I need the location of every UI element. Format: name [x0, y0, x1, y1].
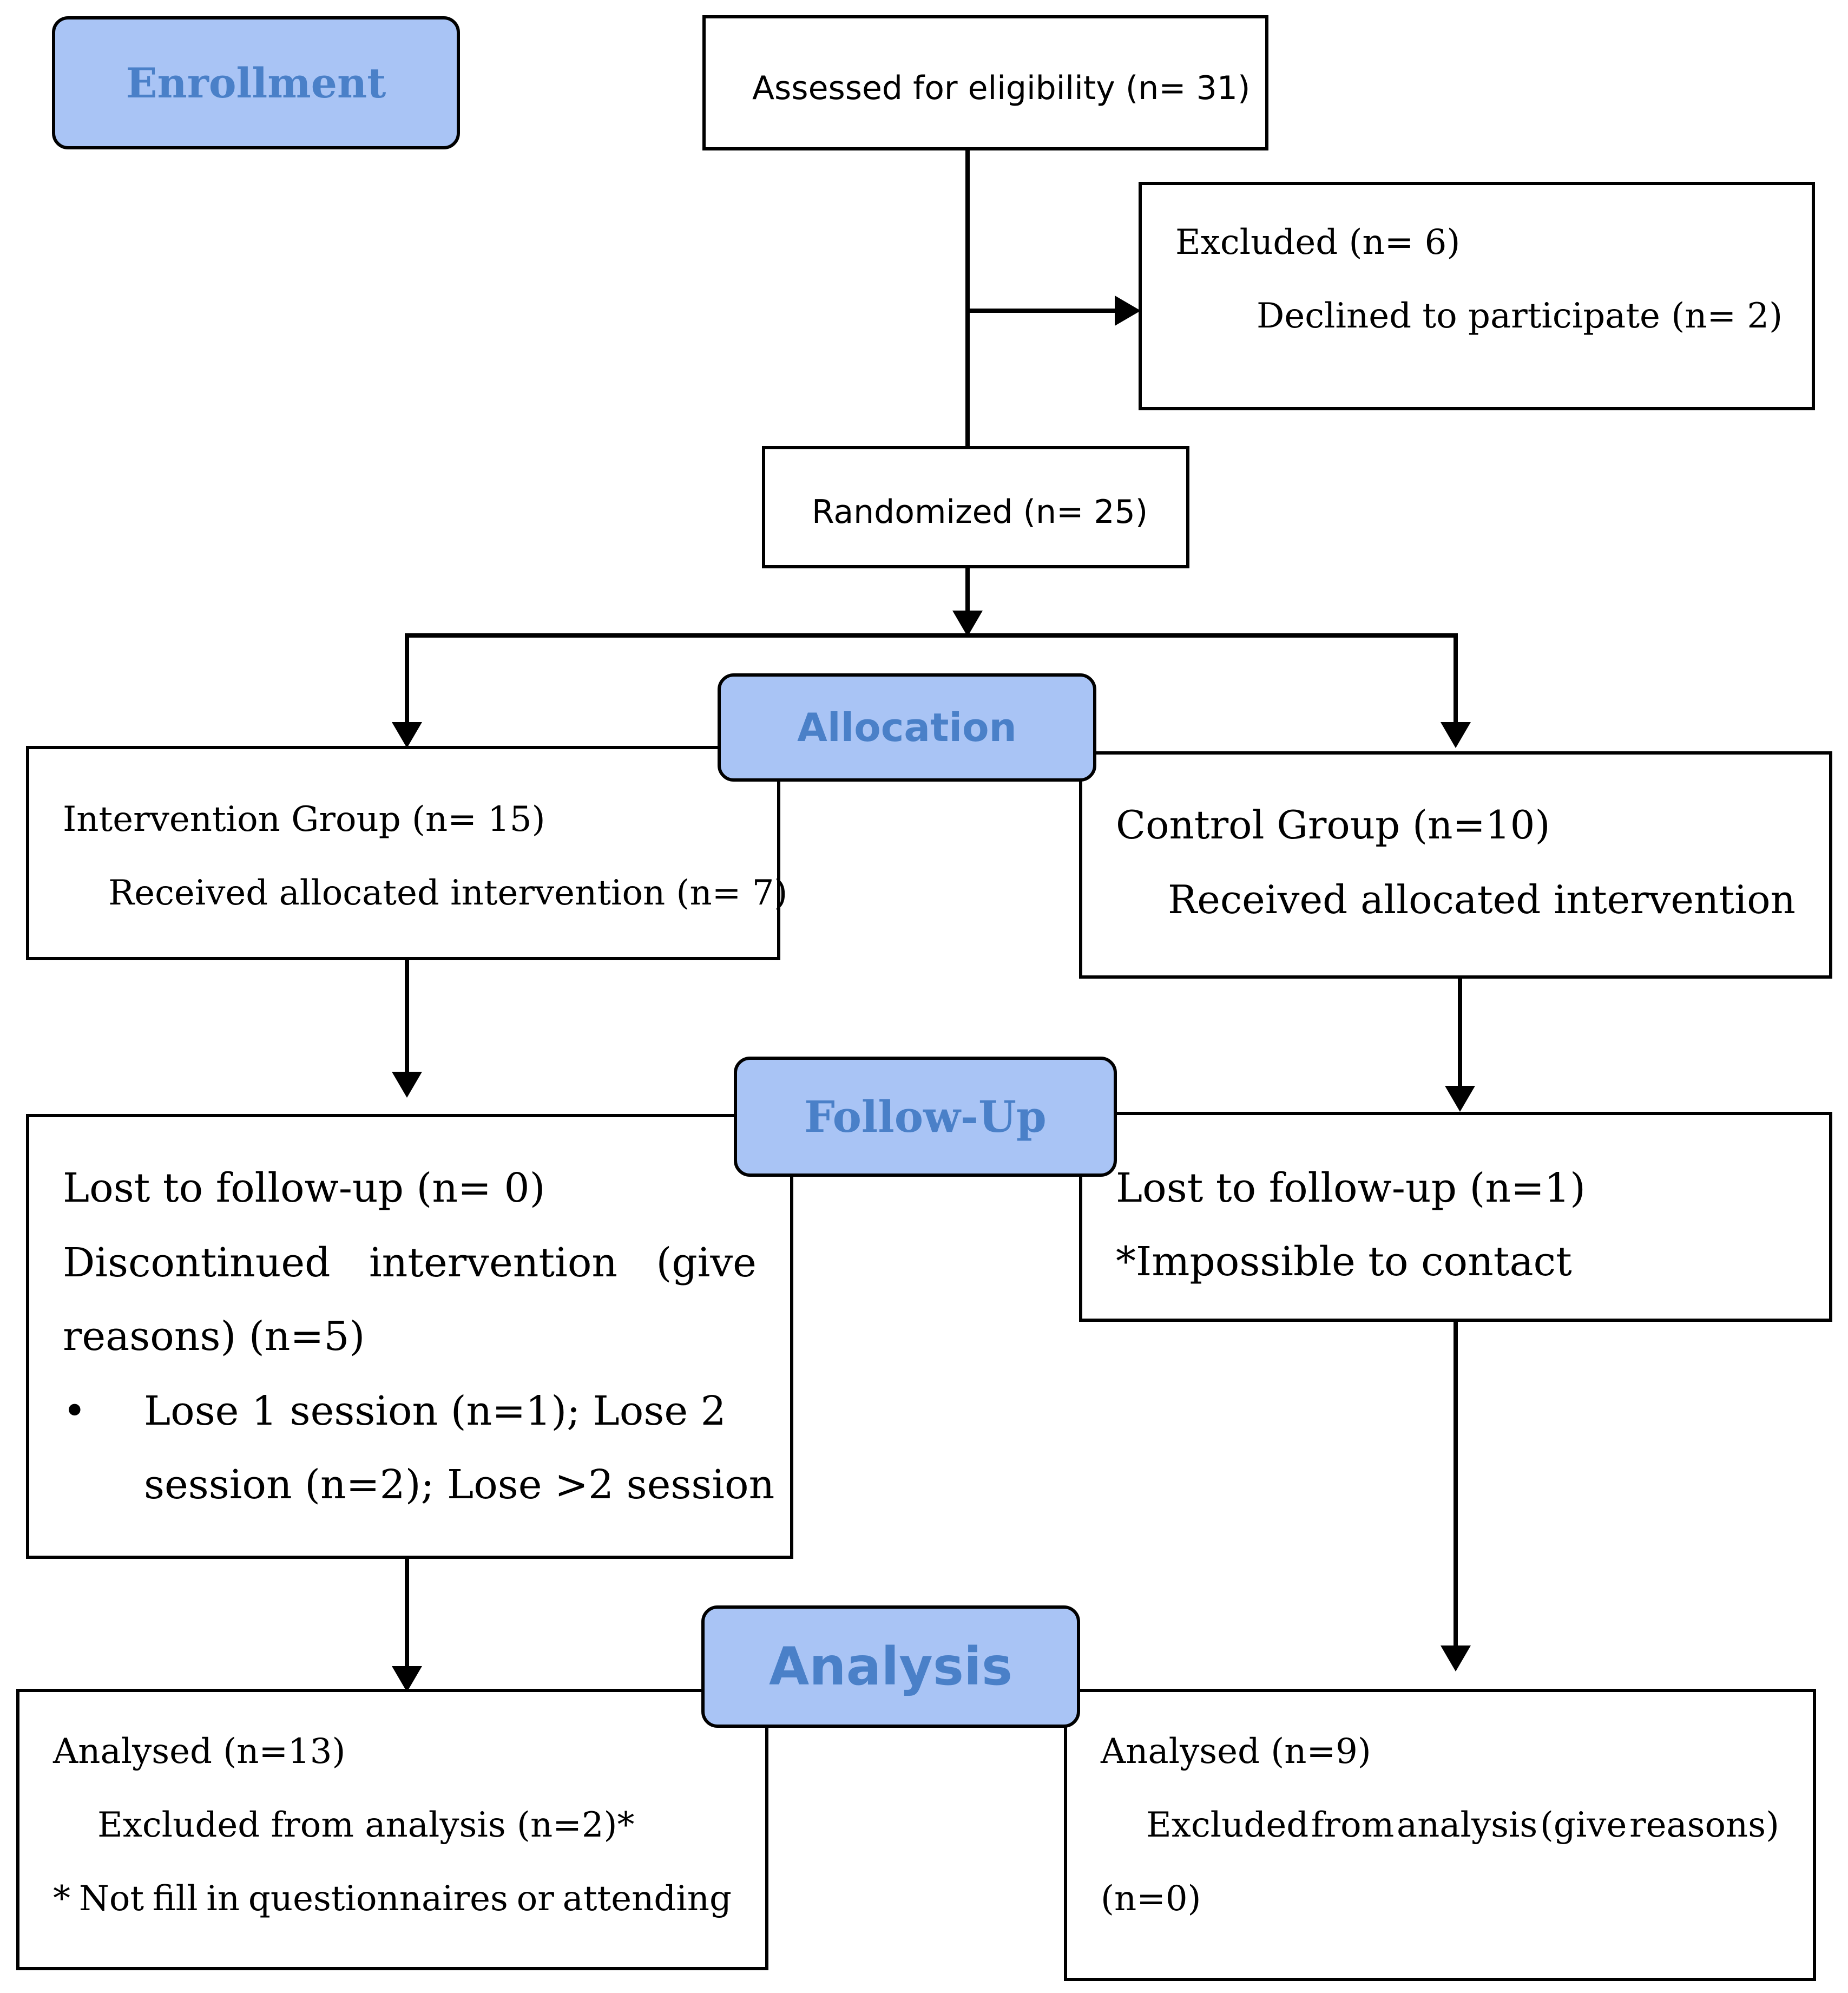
stage-label-analysis: Analysis	[701, 1605, 1080, 1728]
assessed-box: Assessed for eligibility (n= 31)	[702, 15, 1268, 150]
intervention-bullet-line-1: Lose 1 session (n=1); Lose 2	[144, 1388, 726, 1434]
excluded-title: Excluded (n= 6)	[1175, 222, 1461, 263]
note-word: attending	[562, 1879, 732, 1919]
arrow-to-intervention-analysis	[392, 1666, 422, 1692]
intervention-discontinued-word: Discontinued	[63, 1240, 331, 1286]
control-excluded-word: (give	[1540, 1805, 1627, 1845]
arrow-to-intervention-group	[392, 722, 422, 748]
control-excluded-count: (n=0)	[1101, 1879, 1201, 1919]
control-received: Received allocated intervention	[1168, 873, 1796, 927]
control-analysed: Analysed (n=9)	[1101, 1732, 1371, 1772]
intervention-analysed: Analysed (n=13)	[53, 1732, 346, 1772]
stage-label-analysis-text: Analysis	[768, 1636, 1013, 1697]
control-excluded-from-analysis: Excluded from analysis (give reasons)	[1146, 1798, 1779, 1852]
control-analysis-box: Analysed (n=9) Excluded from analysis (g…	[1064, 1689, 1816, 1981]
intervention-discontinued-reasons: reasons) (n=5)	[63, 1313, 365, 1360]
intervention-lost: Lost to follow-up (n= 0)	[63, 1165, 545, 1211]
stage-label-enrollment-text: Enrollment	[126, 58, 386, 107]
note-word: Not	[78, 1879, 144, 1919]
control-followup-box: Lost to follow-up (n=1) *Impossible to c…	[1079, 1112, 1832, 1322]
arrow-to-excluded	[1115, 296, 1141, 326]
randomized-box: Randomized (n= 25)	[762, 446, 1189, 568]
stage-label-follow-up: Follow-Up	[734, 1057, 1117, 1177]
control-received-word: Received	[1168, 877, 1348, 922]
control-received-word: allocated	[1360, 877, 1541, 922]
stage-label-follow-up-text: Follow-Up	[804, 1091, 1047, 1142]
control-excluded-word: Excluded	[1146, 1805, 1309, 1845]
arrow-to-control-group	[1441, 722, 1471, 748]
intervention-discontinued-word: (give	[656, 1240, 757, 1286]
arrow-to-intervention-followup	[392, 1072, 422, 1098]
arrow-to-control-followup	[1445, 1086, 1475, 1112]
stage-label-allocation-text: Allocation	[797, 705, 1017, 750]
arrow-to-split	[952, 611, 983, 637]
intervention-followup-box: Lost to follow-up (n= 0) Discontinued in…	[26, 1114, 793, 1559]
intervention-received: Received allocated intervention (n= 7)	[108, 873, 788, 913]
stage-label-allocation: Allocation	[718, 673, 1096, 782]
excluded-box: Excluded (n= 6) Declined to participate …	[1139, 182, 1815, 410]
note-word: questionnaires	[248, 1879, 508, 1919]
intervention-discontinued: Discontinued intervention (give	[63, 1233, 757, 1293]
note-word: *	[53, 1879, 70, 1919]
stage-label-enrollment: Enrollment	[52, 16, 460, 149]
arrow-to-control-analysis	[1441, 1645, 1471, 1671]
intervention-group-box: Intervention Group (n= 15) Received allo…	[26, 746, 787, 960]
intervention-excluded-from-analysis: Excluded from analysis (n=2)*	[97, 1805, 635, 1845]
excluded-declined: Declined to participate (n= 2)	[1257, 296, 1783, 336]
note-word: in	[206, 1879, 240, 1919]
control-lost-reason: *Impossible to contact	[1116, 1238, 1572, 1285]
control-received-word: intervention	[1554, 877, 1796, 922]
note-word: fill	[152, 1879, 198, 1919]
note-word: or	[516, 1879, 554, 1919]
control-excluded-word: from	[1311, 1805, 1395, 1845]
control-lost: Lost to follow-up (n=1)	[1116, 1165, 1586, 1211]
bullet-marker: •	[63, 1388, 87, 1434]
control-group-box: Control Group (n=10) Received allocated …	[1079, 751, 1832, 979]
assessed-text: Assessed for eligibility (n= 31)	[752, 69, 1251, 107]
control-excluded-word: reasons)	[1629, 1805, 1779, 1845]
control-group-title: Control Group (n=10)	[1116, 802, 1550, 848]
randomized-text: Randomized (n= 25)	[812, 493, 1148, 531]
intervention-analysis-box: Analysed (n=13) Excluded from analysis (…	[16, 1689, 768, 1970]
intervention-group-title: Intervention Group (n= 15)	[63, 799, 545, 840]
intervention-discontinued-word: intervention	[369, 1240, 618, 1286]
intervention-analysis-note: * Not fill in questionnaires or attendin…	[53, 1872, 732, 1926]
control-excluded-word: analysis	[1396, 1805, 1538, 1845]
intervention-bullet-line-2: session (n=2); Lose >2 session	[144, 1461, 775, 1508]
